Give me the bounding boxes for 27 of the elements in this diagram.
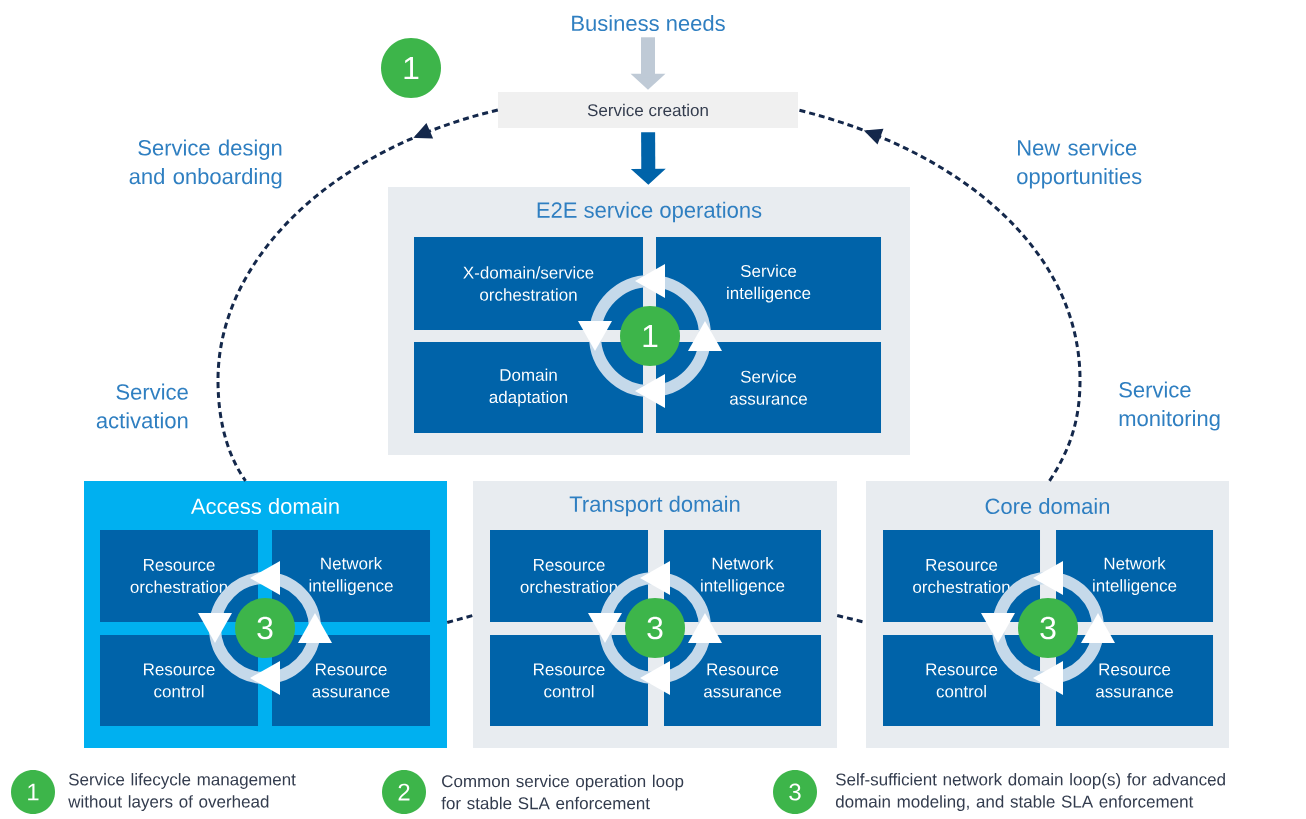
- phase-label: New service opportunities: [1017, 139, 1142, 189]
- function-box: Resource assurance: [1056, 635, 1213, 726]
- function-box: Domain adaptation: [414, 342, 643, 433]
- function-box: Resource assurance: [272, 635, 430, 726]
- function-box: Resource orchestration: [490, 530, 648, 622]
- process-box: Service creation: [498, 92, 798, 128]
- legend-text: Self-sufficient network domain loop(s) for advanced domain modeling, and stable SLA enforcement: [835, 773, 1225, 811]
- heading-text: Business needs: [572, 14, 725, 32]
- function-box: Service intelligence: [656, 237, 881, 330]
- function-box: Resource control: [883, 635, 1040, 726]
- phase-label: Service design and onboarding: [129, 139, 282, 189]
- phase-label: Service monitoring: [1119, 381, 1220, 431]
- loop-arrow: [797, 108, 1082, 482]
- function-box: Network intelligence: [664, 530, 821, 622]
- function-box: Network intelligence: [272, 530, 430, 622]
- function-box: Resource orchestration: [883, 530, 1040, 622]
- function-box: Resource assurance: [664, 635, 821, 726]
- function-box: Resource control: [100, 635, 258, 726]
- dashed-connector: [446, 614, 474, 624]
- function-box: Resource control: [490, 635, 648, 726]
- loop-arrow: [216, 108, 499, 482]
- legend-text: Common service operation loop for stable SLA enforcement: [441, 774, 684, 810]
- function-box: Network intelligence: [1056, 530, 1213, 622]
- phase-label: Service activation: [96, 383, 188, 429]
- function-box: X-domain/service orchestration: [414, 237, 643, 330]
- legend-text: Service lifecycle management without layers of overhead: [68, 773, 296, 811]
- function-box: Resource orchestration: [100, 530, 258, 622]
